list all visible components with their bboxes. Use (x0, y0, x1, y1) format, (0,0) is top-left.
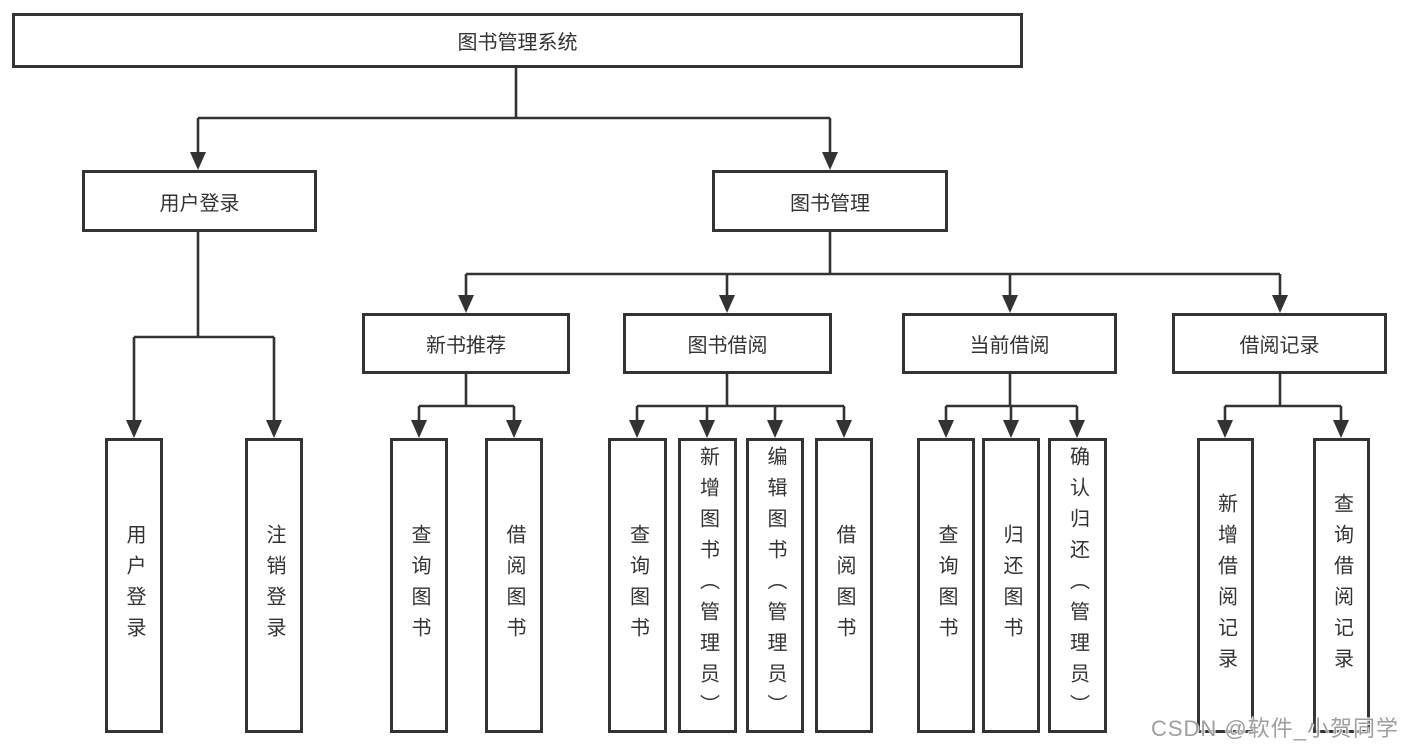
node-book-management: 图书管理 (712, 170, 948, 232)
node-label: 编辑图书（管理员） (764, 446, 786, 725)
node-label: 用户登录 (123, 523, 145, 648)
node-label: 查询图书 (935, 523, 957, 648)
node-label: 归还图书 (1000, 523, 1022, 648)
node-label: 借阅图书 (833, 523, 855, 648)
leaf-query-books-recommend: 查询图书 (390, 438, 448, 733)
node-label: 图书借阅 (687, 335, 768, 357)
node-current-borrowing: 当前借阅 (902, 313, 1117, 374)
connector-paths (132, 68, 1343, 424)
node-label: 图书管理 (790, 192, 870, 215)
node-label: 查询借阅记录 (1330, 492, 1353, 679)
node-label: 新增图书（管理员） (696, 446, 719, 725)
csdn-watermark: CSDN @软件_小贺同学 (1150, 716, 1399, 741)
node-label: 查询图书 (626, 523, 649, 648)
leaf-borrow-books: 借阅图书 (815, 438, 873, 733)
leaf-return-books: 归还图书 (982, 438, 1040, 733)
leaf-confirm-return-admin: 确认归还（管理员） (1048, 438, 1107, 733)
node-label: 查询图书 (408, 523, 430, 648)
node-label: 确认归还（管理员） (1066, 446, 1089, 725)
leaf-user-login: 用户登录 (105, 438, 163, 733)
node-label: 新增借阅记录 (1214, 492, 1237, 679)
leaf-query-borrow-record: 查询借阅记录 (1313, 438, 1370, 733)
node-library-system: 图书管理系统 (12, 13, 1023, 68)
node-user-login: 用户登录 (82, 170, 317, 232)
leaf-edit-book-admin: 编辑图书（管理员） (746, 438, 804, 733)
node-new-book-recommend: 新书推荐 (362, 313, 570, 374)
node-label: 用户登录 (159, 192, 240, 215)
node-label: 注销登录 (263, 523, 285, 648)
node-label: 新书推荐 (426, 335, 506, 357)
leaf-query-books-current: 查询图书 (917, 438, 975, 733)
node-book-borrowing: 图书借阅 (623, 313, 832, 374)
leaf-add-borrow-record: 新增借阅记录 (1197, 438, 1254, 733)
node-borrowing-records: 借阅记录 (1172, 313, 1387, 374)
node-label: 借阅记录 (1239, 335, 1320, 357)
node-label: 借阅图书 (503, 523, 525, 648)
leaf-query-books-borrow: 查询图书 (608, 438, 667, 733)
node-label: 当前借阅 (969, 335, 1050, 357)
node-label: 图书管理系统 (457, 32, 578, 54)
leaf-logout: 注销登录 (245, 438, 303, 733)
leaf-add-book-admin: 新增图书（管理员） (678, 438, 737, 733)
leaf-borrow-books-recommend: 借阅图书 (485, 438, 543, 733)
